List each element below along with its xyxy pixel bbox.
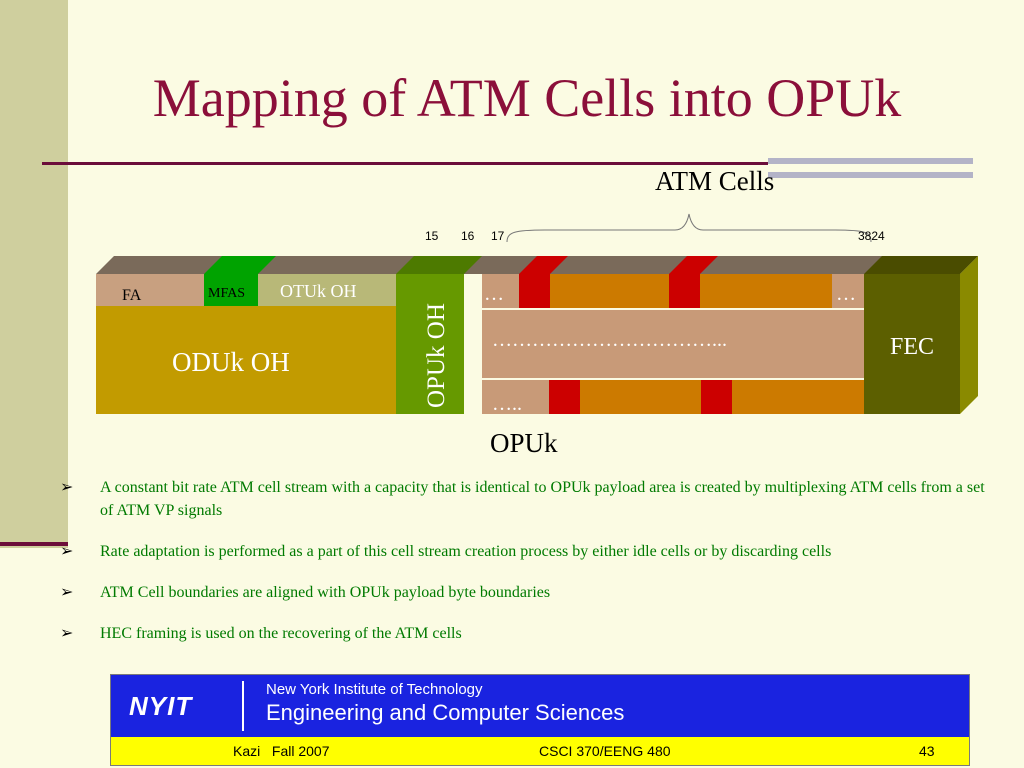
payload-dots-cell [482, 274, 519, 308]
author-term: Kazi Fall 2007 [233, 743, 330, 759]
slide-title: Mapping of ATM Cells into OPUk [152, 68, 902, 128]
dots-middle: ……………………………... [492, 329, 727, 351]
atm-cells-label: ATM Cells [655, 166, 775, 196]
fec-label: FEC [890, 334, 934, 360]
oduk-oh-block [96, 306, 396, 414]
institution-name: New York Institute of Technology [266, 681, 483, 698]
atm-cells-brace [506, 213, 872, 243]
title-rule [42, 162, 768, 165]
bullet-item: ➢ Rate adaptation is performed as a part… [60, 540, 990, 563]
page-number: 43 [919, 743, 935, 759]
mfas-label: MFAS [208, 286, 245, 301]
mfas-top-face [204, 256, 276, 274]
opuk-oh-top-face [396, 256, 482, 274]
footer-divider [242, 681, 244, 731]
footer-info-bar: Kazi Fall 2007 CSCI 370/EENG 480 43 [111, 737, 969, 765]
header-top-face [519, 256, 568, 274]
fec-block [864, 274, 960, 414]
arrow-bullet-icon: ➢ [60, 543, 74, 560]
atm-payload-cell [700, 274, 832, 308]
payload-dots-cell [482, 380, 549, 414]
otuk-oh-block [258, 274, 396, 306]
dots-top-left: … [484, 283, 504, 305]
opuk-oh-block [396, 274, 464, 414]
arrow-bullet-icon: ➢ [60, 584, 74, 601]
dots-top-right: … [836, 283, 856, 305]
department-name: Engineering and Computer Sciences [266, 700, 625, 725]
bullet-item: ➢ HEC framing is used on the recovering … [60, 622, 990, 645]
fa-label: FA [122, 287, 142, 304]
atm-payload-cell [550, 274, 669, 308]
payload-middle-row [482, 310, 864, 378]
course-code: CSCI 370/EENG 480 [539, 743, 671, 759]
atm-payload-cell [732, 380, 864, 414]
bullet-list: ➢ A constant bit rate ATM cell stream wi… [60, 476, 990, 663]
atm-header-cell [701, 380, 732, 414]
left-decor-line [0, 542, 68, 546]
column-number-15: 15 [425, 229, 439, 243]
column-number-16: 16 [461, 229, 475, 243]
oduk-oh-label: ODUk OH [172, 347, 290, 377]
bullet-item: ➢ A constant bit rate ATM cell stream wi… [60, 476, 990, 522]
left-decor-bar [0, 0, 68, 548]
bullet-item: ➢ ATM Cell boundaries are aligned with O… [60, 581, 990, 604]
opuk-label: OPUk [490, 428, 558, 458]
footer-banner: NYIT New York Institute of Technology En… [111, 675, 969, 737]
bullet-text: A constant bit rate ATM cell stream with… [100, 479, 985, 519]
payload-dots-cell [832, 274, 864, 308]
opuk-oh-label: OPUk OH [423, 303, 450, 408]
decor-grey-bar [768, 158, 973, 164]
column-number-17: 17 [491, 229, 505, 243]
fec-top-face [864, 256, 978, 274]
otuk-oh-label: OTUk OH [280, 281, 357, 301]
atm-header-cell [549, 380, 580, 414]
atm-header-cell [519, 274, 550, 308]
nyit-logo: NYIT [129, 691, 193, 721]
column-number-3824: 3824 [858, 229, 885, 243]
frame-side-face [960, 256, 978, 414]
atm-header-cell [669, 274, 700, 308]
arrow-bullet-icon: ➢ [60, 625, 74, 642]
footer: NYIT New York Institute of Technology En… [110, 674, 970, 766]
bullet-text: HEC framing is used on the recovering of… [100, 625, 462, 642]
mfas-block [204, 274, 258, 306]
arrow-bullet-icon: ➢ [60, 479, 74, 496]
fa-block [96, 274, 204, 306]
decor-grey-bar [768, 172, 973, 178]
bullet-text: ATM Cell boundaries are aligned with OPU… [100, 584, 551, 601]
atm-payload-cell [580, 380, 701, 414]
bullet-text: Rate adaptation is performed as a part o… [100, 543, 832, 560]
dots-bottom: ….. [492, 393, 522, 415]
header-top-face [669, 256, 718, 274]
otn-frame-diagram: FA MFAS OTUk OH ODUk OH OPUk OH FEC … … … [96, 256, 978, 415]
nyit-logo-box: NYIT [111, 675, 243, 737]
